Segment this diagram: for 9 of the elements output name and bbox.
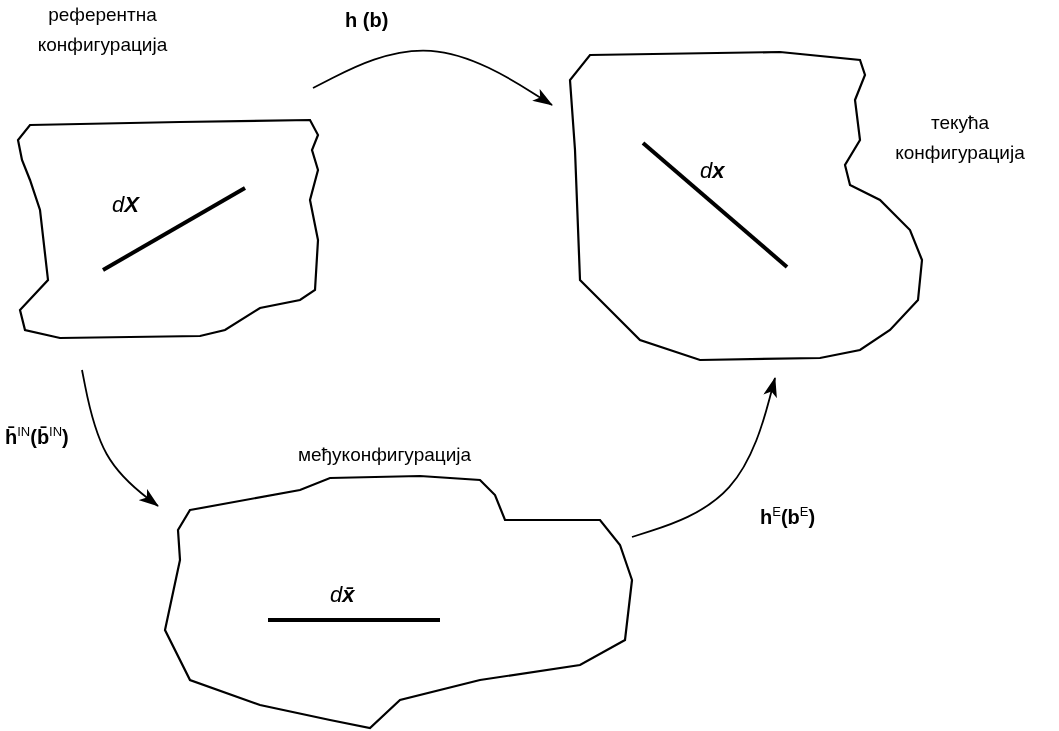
vector-label: dx̄ xyxy=(330,582,355,608)
configuration-label: текућа конфигурација xyxy=(894,111,1026,165)
vector-label: dx xyxy=(700,158,725,184)
configuration-label: референтна конфигурација xyxy=(36,3,169,57)
configuration-label: међуконфигурација xyxy=(296,443,473,467)
arrow xyxy=(312,49,553,106)
vector-label: dX xyxy=(112,192,139,218)
arrow xyxy=(81,369,159,507)
arrow xyxy=(631,377,777,538)
